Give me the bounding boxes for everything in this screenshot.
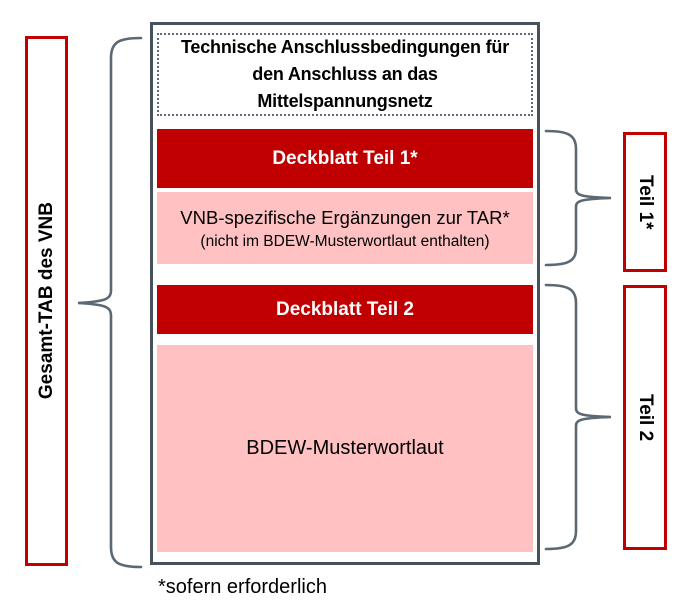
vnb-supplement-sub: (nicht im BDEW-Musterwortlaut enthalten) xyxy=(200,232,490,250)
teil1-brace xyxy=(544,129,612,267)
left-brace xyxy=(77,36,143,569)
teil2-label: Teil 2 xyxy=(635,393,656,442)
footnote: *sofern erforderlich xyxy=(158,576,327,598)
teil2-label-box: Teil 2 xyxy=(623,285,667,550)
bdew-model-text-label: BDEW-Musterwortlaut xyxy=(246,437,444,459)
document-title-box: Technische Anschlussbedingungen für den … xyxy=(157,33,533,116)
teil1-label: Teil 1* xyxy=(635,174,656,230)
cover-sheet-teil2-label: Deckblatt Teil 2 xyxy=(276,298,414,320)
vnb-supplement-box: VNB-spezifische Ergänzungen zur TAR* (ni… xyxy=(157,192,533,264)
teil2-brace xyxy=(544,283,612,551)
gesamt-tab-label: Gesamt-TAB des VNB xyxy=(35,202,57,400)
teil1-label-box: Teil 1* xyxy=(623,132,667,272)
gesamt-tab-label-box: Gesamt-TAB des VNB xyxy=(25,36,68,566)
cover-sheet-teil1-bar: Deckblatt Teil 1* xyxy=(157,129,533,188)
cover-sheet-teil1-label: Deckblatt Teil 1* xyxy=(272,147,418,169)
cover-sheet-teil2-bar: Deckblatt Teil 2 xyxy=(157,285,533,334)
vnb-supplement-main: VNB-spezifische Ergänzungen zur TAR* xyxy=(180,206,510,228)
bdew-model-text-box: BDEW-Musterwortlaut xyxy=(157,345,533,552)
document-title: Technische Anschlussbedingungen für den … xyxy=(180,37,510,111)
